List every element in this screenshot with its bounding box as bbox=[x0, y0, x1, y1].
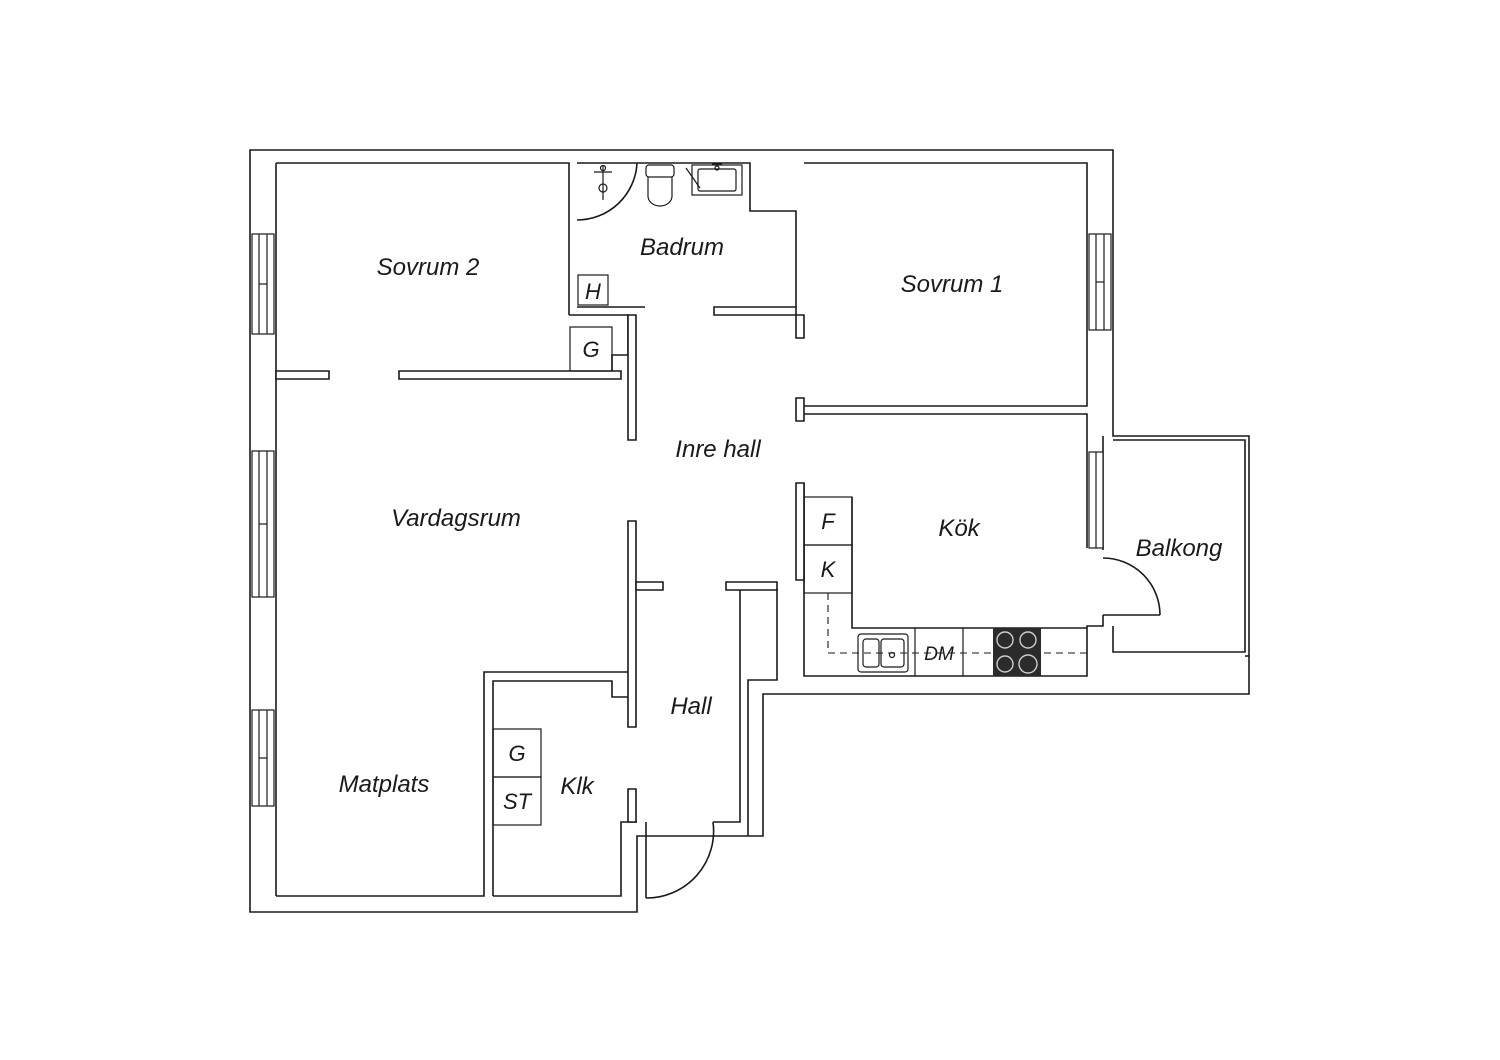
kitchen-freezer-label: K bbox=[821, 557, 837, 582]
closets: H G F K G ST bbox=[492, 274, 853, 826]
room-label-balkong: Balkong bbox=[1136, 535, 1223, 562]
klk-wardrobe-st: ST bbox=[492, 776, 542, 826]
klk-wardrobe-g: G bbox=[492, 728, 542, 778]
room-label-sovrum2: Sovrum 2 bbox=[377, 254, 480, 281]
room-label-matplats: Matplats bbox=[339, 771, 430, 798]
kitchen-freezer-k: K bbox=[803, 544, 853, 594]
wardrobe-g-sovrum2: G bbox=[569, 326, 613, 372]
window-sovrum1 bbox=[1088, 233, 1112, 331]
dishwasher-label: DM bbox=[924, 644, 954, 665]
shower-door bbox=[576, 162, 638, 221]
kitchen-fridge-f: F bbox=[803, 496, 853, 546]
bath-cabinet-h-label: H bbox=[585, 279, 601, 304]
balcony-door bbox=[1102, 557, 1161, 616]
kitchen-fridge-label: F bbox=[821, 509, 836, 534]
windows bbox=[251, 233, 1112, 807]
wardrobe-g-label: G bbox=[582, 337, 599, 362]
kitchen-sink-icon bbox=[857, 633, 909, 673]
room-label-badrum: Badrum bbox=[640, 234, 724, 261]
room-label-inre-hall: Inre hall bbox=[675, 436, 761, 463]
window-matplats bbox=[251, 709, 275, 807]
room-label-klk: Klk bbox=[560, 773, 595, 800]
doors bbox=[576, 162, 1161, 899]
room-labels: Sovrum 2 Badrum Sovrum 1 Inre hall Varda… bbox=[339, 234, 1223, 800]
kitchen-counter: DM bbox=[827, 497, 1087, 676]
sink-icon bbox=[685, 163, 743, 196]
klk-wardrobe-g-label: G bbox=[508, 741, 525, 766]
room-label-sovrum1: Sovrum 1 bbox=[901, 271, 1004, 298]
stove-icon bbox=[993, 628, 1041, 676]
window-sovrum2 bbox=[251, 233, 275, 335]
entrance-door bbox=[645, 821, 715, 899]
toilet-icon bbox=[645, 164, 675, 207]
bathroom-fixtures bbox=[594, 163, 743, 207]
window-vardagsrum bbox=[251, 450, 275, 598]
room-label-hall: Hall bbox=[670, 693, 712, 720]
bath-cabinet-h: H bbox=[577, 274, 609, 306]
room-label-vardagsrum: Vardagsrum bbox=[391, 505, 521, 532]
window-kok bbox=[1088, 451, 1104, 549]
shower-icon bbox=[594, 164, 612, 200]
klk-wardrobe-st-label: ST bbox=[503, 789, 533, 814]
interior-walls bbox=[275, 306, 805, 823]
room-label-kok: Kök bbox=[938, 515, 981, 542]
